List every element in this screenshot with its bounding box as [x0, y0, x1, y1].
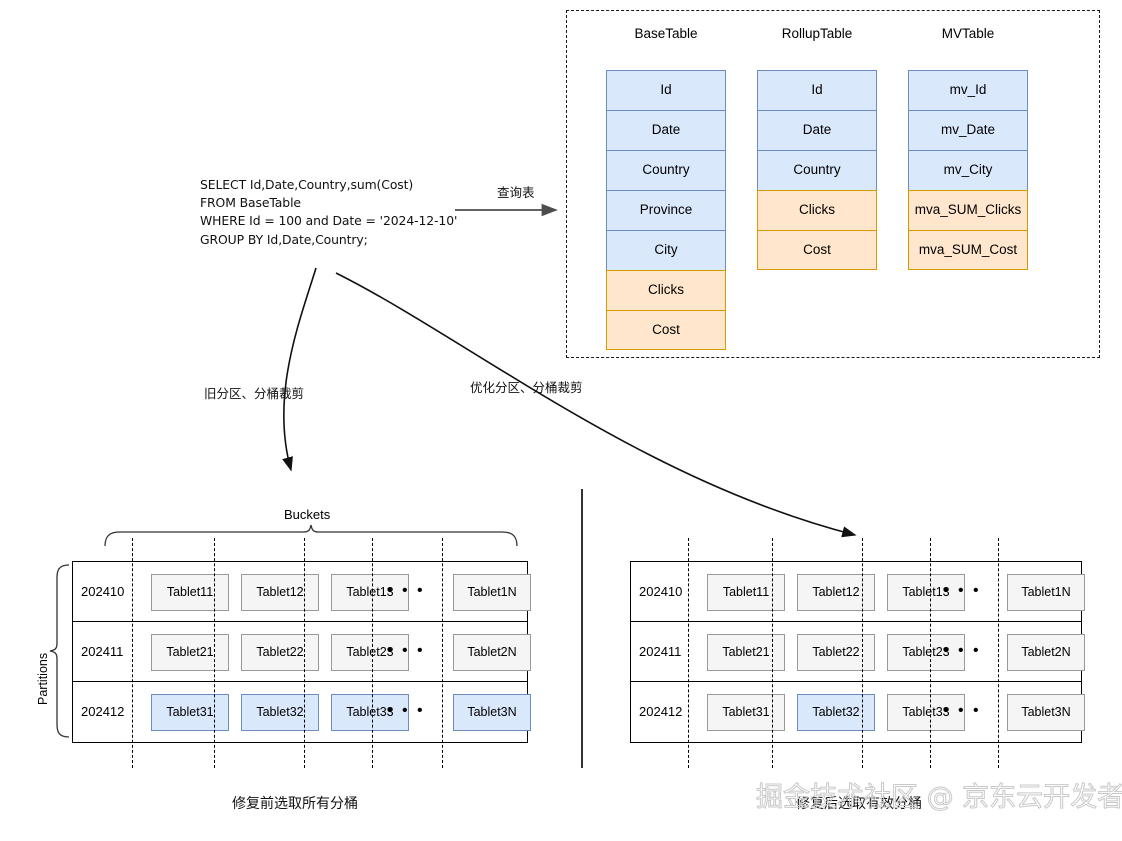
tablet-box[interactable]: Tablet12: [797, 574, 875, 611]
tablet-box[interactable]: Tablet11: [707, 574, 785, 611]
tablet-box[interactable]: Tablet12: [241, 574, 319, 611]
partition-row: 202411 Tablet21 Tablet22 Tablet23 Tablet2N • …: [631, 622, 1085, 682]
bucket-divider-dashed: [214, 538, 215, 768]
column-cell: mv_Date: [908, 110, 1028, 150]
partition-key: 202410: [639, 584, 683, 599]
column-cell: Province: [606, 190, 726, 230]
bucket-divider-dashed: [442, 538, 443, 768]
column-cell: mv_Id: [908, 70, 1028, 110]
label-query-table: 查询表: [497, 185, 535, 200]
column-cell: Country: [757, 150, 877, 190]
bucket-divider-dashed: [862, 538, 863, 768]
column-cell: Country: [606, 150, 726, 190]
tablet-box[interactable]: Tablet21: [151, 634, 229, 671]
ellipsis: • • •: [386, 642, 426, 659]
partition-key: 202411: [81, 644, 124, 659]
bucket-divider-dashed: [304, 538, 305, 768]
tablet-box[interactable]: Tablet22: [241, 634, 319, 671]
tablet-box[interactable]: Tablet3N: [1007, 694, 1085, 731]
partitions-table-before: 202410 Tablet11 Tablet12 Tablet13 Tablet1N • …: [72, 561, 531, 743]
brace-partitions: [49, 564, 70, 738]
column-cell: mva_SUM_Clicks: [908, 190, 1028, 230]
column-cell: Id: [757, 70, 877, 110]
column-cell: Id: [606, 70, 726, 110]
column-cell: mva_SUM_Cost: [908, 230, 1028, 270]
tablet-box[interactable]: Tablet13: [887, 574, 965, 611]
tablet-box[interactable]: Tablet31: [151, 694, 229, 731]
column-cell: mv_City: [908, 150, 1028, 190]
partition-key: 202411: [639, 644, 682, 659]
partition-row: 202410 Tablet11 Tablet12 Tablet13 Tablet1N • …: [631, 562, 1085, 622]
bucket-divider-dashed: [132, 538, 133, 768]
bucket-divider-dashed: [772, 538, 773, 768]
label-buckets: Buckets: [284, 507, 331, 522]
sql-query-text: SELECT Id,Date,Country,sum(Cost) FROM Ba…: [200, 177, 458, 247]
partition-key: 202412: [639, 704, 683, 719]
ellipsis: • • •: [942, 582, 982, 599]
tablet-box[interactable]: Tablet32: [797, 694, 875, 731]
ellipsis: • • •: [386, 582, 426, 599]
table-title-rolluptable: RollupTable: [781, 26, 853, 41]
label-partitions: Partitions: [36, 652, 50, 705]
label-old-prune: 旧分区、分桶裁剪: [204, 386, 305, 401]
bucket-divider-dashed: [998, 538, 999, 768]
watermark: 掘金技术社区 @ 京东云开发者: [755, 782, 1122, 814]
bucket-divider-dashed: [688, 538, 689, 768]
ellipsis: • • •: [942, 642, 982, 659]
ellipsis: • • •: [942, 702, 982, 719]
label-optimized-prune: 优化分区、分桶裁剪: [470, 380, 583, 395]
arrow-old-prune: [282, 267, 317, 472]
column-cell: Cost: [757, 230, 877, 270]
brace-buckets: [104, 524, 518, 547]
tablet-box[interactable]: Tablet23: [887, 634, 965, 671]
caption-after: 修复后选取有效分桶: [796, 796, 922, 812]
column-cell: Date: [606, 110, 726, 150]
column-cell: Clicks: [757, 190, 877, 230]
partition-row: 202412 Tablet31 Tablet32 Tablet33 Tablet3N • …: [73, 682, 531, 742]
tablet-box[interactable]: Tablet32: [241, 694, 319, 731]
column-cell: Clicks: [606, 270, 726, 310]
table-title-basetable: BaseTable: [634, 26, 698, 41]
column-cell: City: [606, 230, 726, 270]
bucket-divider-dashed: [372, 538, 373, 768]
tablet-box[interactable]: Tablet23: [331, 634, 409, 671]
tablet-box[interactable]: Tablet1N: [1007, 574, 1085, 611]
partition-row: 202412 Tablet31 Tablet32 Tablet33 Tablet3N • …: [631, 682, 1085, 742]
partition-key: 202410: [81, 584, 125, 599]
tablet-box[interactable]: Tablet11: [151, 574, 229, 611]
tablet-box[interactable]: Tablet21: [707, 634, 785, 671]
tablet-box[interactable]: Tablet22: [797, 634, 875, 671]
tablet-box[interactable]: Tablet13: [331, 574, 409, 611]
tablet-box[interactable]: Tablet33: [887, 694, 965, 731]
table-title-mvtable: MVTable: [941, 26, 995, 41]
partitions-table-after: 202410 Tablet11 Tablet12 Tablet13 Tablet1N • …: [630, 561, 1085, 743]
column-cell: Cost: [606, 310, 726, 350]
tablet-box[interactable]: Tablet3N: [453, 694, 531, 731]
caption-before: 修复前选取所有分桶: [232, 796, 358, 812]
column-cell: Date: [757, 110, 877, 150]
partition-row: 202410 Tablet11 Tablet12 Tablet13 Tablet1N • …: [73, 562, 531, 622]
tablet-box[interactable]: Tablet1N: [453, 574, 531, 611]
tablet-box[interactable]: Tablet33: [331, 694, 409, 731]
partition-key: 202412: [81, 704, 125, 719]
partition-row: 202411 Tablet21 Tablet22 Tablet23 Tablet2N • …: [73, 622, 531, 682]
tablet-box[interactable]: Tablet31: [707, 694, 785, 731]
ellipsis: • • •: [386, 702, 426, 719]
tablet-box[interactable]: Tablet2N: [453, 634, 531, 671]
bucket-divider-dashed: [930, 538, 931, 768]
tablet-box[interactable]: Tablet2N: [1007, 634, 1085, 671]
